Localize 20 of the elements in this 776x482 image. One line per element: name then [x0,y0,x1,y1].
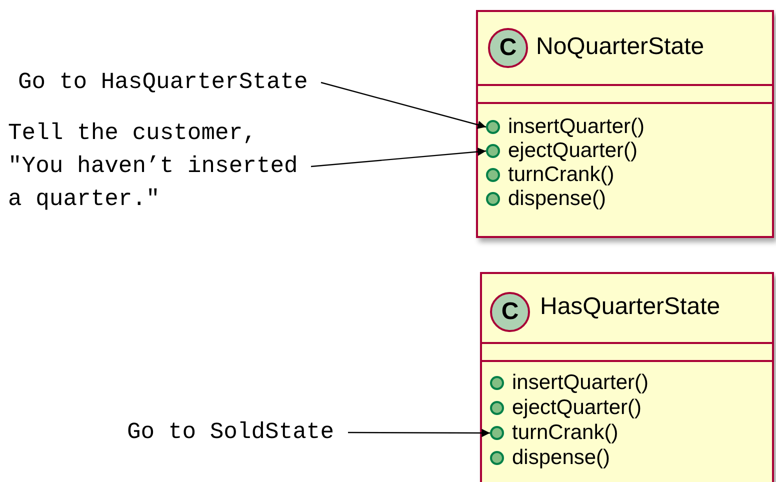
note-text: Tell the customer, "You haven’t inserted a quarter." [8,117,299,216]
leader-arrow [320,82,486,129]
method-name: turnCrank() [508,163,614,187]
method-name: insertQuarter() [512,371,649,395]
class-stereotype-circle: C [488,28,528,68]
note-text: Go to HasQuarterState [18,66,309,99]
note-text: Go to SoldState [127,416,336,449]
class-stereotype-circle: C [490,292,530,332]
class-name: HasQuarterState [540,293,720,321]
class-box [476,10,774,238]
class-name: NoQuarterState [536,33,704,61]
method-name: insertQuarter() [508,115,645,139]
class-box [480,272,774,482]
method-name: turnCrank() [512,421,618,445]
leader-arrow [348,428,490,438]
method-name: dispense() [512,446,610,470]
method-name: ejectQuarter() [512,396,642,420]
method-name: dispense() [508,187,606,211]
method-name: ejectQuarter() [508,139,638,163]
leader-arrow [310,148,486,168]
